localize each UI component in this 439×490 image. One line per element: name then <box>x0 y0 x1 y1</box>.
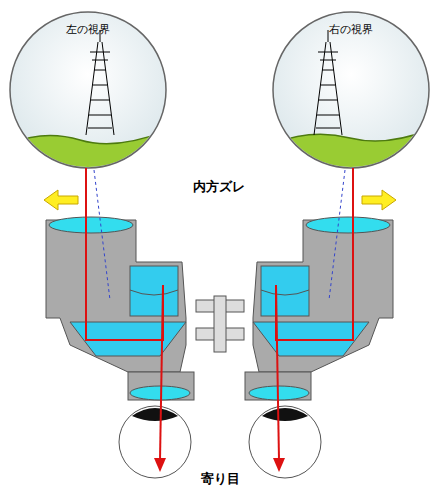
view-circle: 左の視界 <box>10 12 166 168</box>
view-label: 右の視界 <box>273 22 429 37</box>
view-circle: 右の視界 <box>273 12 429 168</box>
caption-label: 内方ズレ <box>193 178 245 196</box>
view-label: 左の視界 <box>10 22 166 37</box>
caption-label: 寄り目 <box>201 470 240 488</box>
